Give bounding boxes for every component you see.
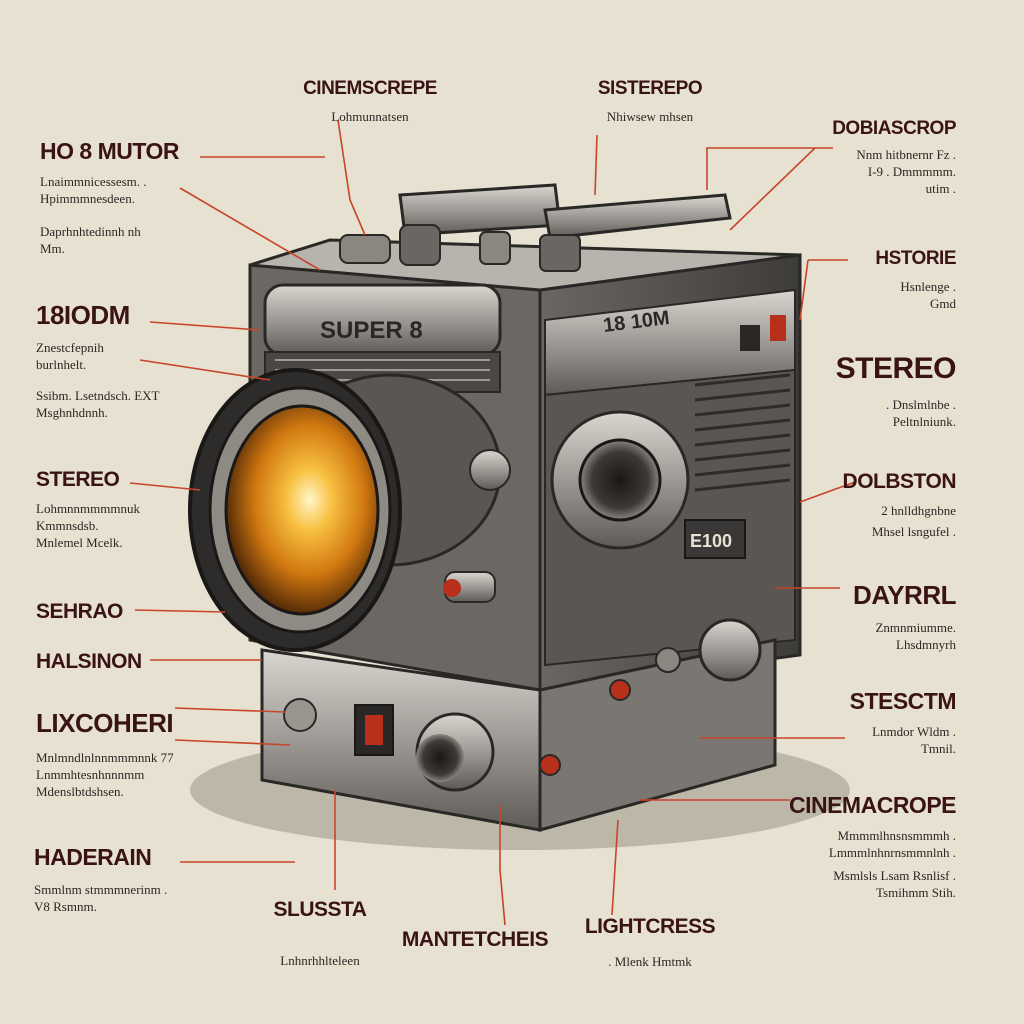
- label-title: STEREO: [36, 468, 120, 491]
- leader-lines: [129, 119, 856, 926]
- label-desc: . Dnslmlnbe .: [885, 397, 956, 412]
- label-desc: Msghnhdnnh.: [36, 405, 108, 420]
- label-dolbston: DOLBSTON 2 hnlldhgnbne Mhsel lsngufel .: [842, 470, 957, 540]
- label-title: SLUSSTA: [273, 898, 367, 921]
- label-desc: Smmlnm stmmmnerinm .: [34, 882, 168, 897]
- label-title: SEHRAO: [36, 600, 123, 623]
- label-desc: Mmmmlhnsnsmmmh .: [837, 828, 956, 843]
- label-title: HO 8 MUTOR: [40, 138, 179, 164]
- label-stereo-left: STEREO Lohmnnmmmmnuk Kmmnsdsb. Mnlemel M…: [36, 468, 140, 551]
- label-desc: Mhsel lsngufel .: [871, 524, 956, 539]
- label-desc: Mm.: [40, 241, 65, 256]
- label-stesctm: STESCTM Lnmdor Wldm . Tmnil.: [849, 688, 957, 757]
- label-sisterepo: SISTEREPO Nhiwsew mhsen: [570, 78, 730, 125]
- label-desc: burlnhelt.: [36, 357, 87, 372]
- label-desc: Lnaimmnicessesm. .: [40, 174, 147, 189]
- side-grille: [694, 373, 791, 492]
- label-18iodm: 18IODM Znestcfepnih burlnhelt. Ssibm. Ls…: [36, 300, 160, 421]
- label-desc: Lnhnrhhlteleen: [280, 953, 360, 968]
- label-desc: Hsnlenge .: [900, 279, 956, 294]
- viewfinder-lens: [578, 438, 662, 522]
- label-histoire: HSTORIE Hsnlenge . Gmd: [875, 248, 956, 312]
- label-title: SISTEREPO: [597, 78, 703, 99]
- label-title: STESCTM: [849, 688, 957, 714]
- label-desc: Daprhnhtedinnh nh: [40, 224, 141, 239]
- label-halsinon: HALSINON: [36, 650, 142, 674]
- label-slussta: SLUSSTA Lnhnrhhlteleen: [245, 898, 395, 969]
- label-desc: Tmnil.: [920, 741, 956, 756]
- label-title: 18IODM: [36, 300, 130, 330]
- label-lightcress: LIGHTCRESS . Mlenk Hmtmk: [570, 915, 730, 970]
- label-title: DAYRRL: [853, 580, 956, 610]
- label-desc: 2 hnlldhgnbne: [881, 503, 956, 518]
- label-desc: V8 Rsmnm.: [34, 899, 97, 914]
- control-deck: [260, 618, 777, 832]
- label-title: CINEMACROPE: [788, 792, 957, 818]
- label-title: DOLBSTON: [842, 470, 957, 493]
- label-desc: Znmnmiumme.: [875, 620, 956, 635]
- label-desc: Lohmunnatsen: [331, 109, 409, 124]
- label-desc: Msmlsls Lsam Rsnlisf .: [833, 868, 956, 883]
- label-dobiascrop: DOBIASCROP Nnm hitbnernr Fz . I-9 . Dmmm…: [832, 118, 956, 197]
- label-title: STEREO: [835, 352, 957, 385]
- label-cinemacrope: CINEMACROPE Mmmmlhnsnsmmmh . Lmmmlnhnrns…: [788, 792, 957, 901]
- label-title: DOBIASCROP: [832, 118, 956, 139]
- label-desc: Nnm hitbnernr Fz .: [856, 147, 956, 162]
- label-desc: I-9 . Dmmmmm.: [867, 164, 956, 179]
- label-desc: Lhsdmnyrh: [896, 637, 956, 652]
- label-desc: Nhiwsew mhsen: [606, 109, 694, 124]
- label-desc: . Mlenk Hmtmk: [608, 954, 692, 969]
- label-desc: Lnmdor Wldm .: [872, 724, 956, 739]
- label-title: HSTORIE: [875, 248, 956, 269]
- label-haderain: HADERAIN Smmlnm stmmmnerinm . V8 Rsmnm.: [34, 844, 167, 915]
- label-desc: Znestcfepnih: [36, 340, 104, 355]
- label-desc: Lohmnnmmmmnuk: [36, 501, 140, 516]
- label-mantetcheis: MANTETCHEIS: [395, 928, 555, 952]
- label-desc: Mnlmndlnlnnmmmnnk 77: [36, 750, 174, 765]
- label-desc: Hpimmmnesdeen.: [40, 191, 135, 206]
- label-title: HALSINON: [36, 650, 142, 673]
- label-lixcoheri: LIXCOHERI Mnlmndlnlnnmmmnnk 77 Lnmmhtesn…: [36, 708, 174, 800]
- label-stereo-right: STEREO . Dnslmlnbe . Peltnlniunk.: [835, 352, 957, 430]
- label-desc: Ssibm. Lsetndsch. EXT: [36, 388, 160, 403]
- label-ho8-mutor: HO 8 MUTOR Lnaimmnicessesm. . Hpimmmnesd…: [40, 138, 179, 257]
- label-title: LIGHTCRESS: [584, 915, 716, 938]
- label-dayrrl: DAYRRL Znmnmiumme. Lhsdmnyrh: [853, 580, 956, 653]
- label-desc: Tsmihmm Stih.: [876, 885, 956, 900]
- label-desc: Kmmnsdsb.: [36, 518, 99, 533]
- top-handle: [339, 183, 732, 272]
- label-desc: Peltnlniunk.: [892, 414, 956, 429]
- side-badge-text: E100: [690, 531, 732, 551]
- label-desc: Lnmmhtesnhnnnmm: [36, 767, 145, 782]
- label-title: LIXCOHERI: [36, 708, 174, 738]
- label-desc: utim .: [925, 181, 956, 196]
- label-title: HADERAIN: [34, 844, 152, 870]
- label-title: CINEMSCREPE: [303, 78, 437, 99]
- label-title: MANTETCHEIS: [401, 928, 549, 951]
- label-sehrao: SEHRAO: [36, 600, 123, 624]
- camera-brand-text: SUPER 8: [320, 317, 423, 344]
- label-desc: Gmd: [930, 296, 956, 311]
- label-desc: Lmmmlnhnrnsmmnlnh .: [828, 845, 956, 860]
- label-desc: Mnlemel Mcelk.: [36, 535, 123, 550]
- label-cinemscrepe: CINEMSCREPE Lohmunnatsen: [290, 78, 450, 125]
- label-desc: Mdenslbtdshsen.: [36, 784, 124, 799]
- main-lens: [188, 368, 511, 652]
